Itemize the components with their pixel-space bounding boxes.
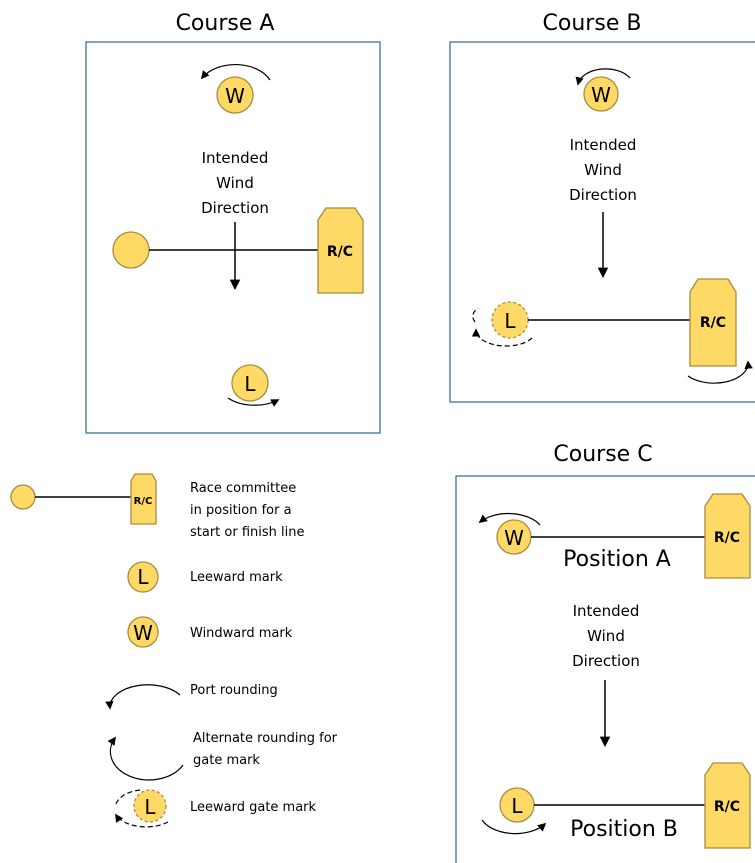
course-c-rc-label-top: R/C	[714, 530, 740, 546]
course-c-rc-boat-bottom	[704, 762, 751, 849]
legend-port-text: Port rounding	[190, 683, 278, 698]
course-a-windward-mark	[216, 76, 254, 114]
legend-rc-text-3: start or finish line	[190, 525, 305, 540]
legend-gate-letter: L	[144, 795, 156, 819]
course-c-box	[455, 475, 755, 863]
alternate-rounding-icon	[107, 736, 184, 781]
course-c-wind-line3: Direction	[572, 652, 640, 670]
course-a-rc-boat	[317, 207, 364, 294]
course-a-windward-rounding-arrow	[200, 63, 271, 81]
course-c-windward-letter: W	[504, 526, 524, 550]
legend-leeward-letter: L	[137, 565, 149, 589]
course-b-wind-line3: Direction	[569, 186, 637, 204]
course-a: Course A W Intended Wind Direction R/C L	[85, 11, 381, 434]
legend-alt-text-1: Alternate rounding for	[193, 731, 338, 746]
course-c-leeward-letter: L	[511, 794, 523, 818]
legend-windward-text: Windward mark	[190, 626, 293, 641]
legend-rc-boat	[130, 473, 157, 525]
legend-gate-text: Leeward gate mark	[190, 800, 317, 815]
course-c-leeward-rounding-arrow	[481, 819, 547, 835]
course-c-rc-label-bottom: R/C	[714, 799, 740, 815]
course-b-windward-rounding-arrow	[575, 68, 631, 86]
legend-gate-top-arc	[115, 789, 141, 805]
course-c-position-a-label: Position A	[563, 547, 671, 572]
course-a-rc-label: R/C	[327, 244, 353, 260]
course-b-title: Course B	[543, 11, 642, 36]
course-a-wind-line2: Wind	[216, 174, 254, 192]
course-b: Course B W Intended Wind Direction L R/C	[449, 11, 755, 403]
course-b-leeward-letter: L	[504, 309, 516, 333]
course-a-leeward-letter: L	[244, 372, 256, 396]
course-a-box	[85, 41, 381, 434]
course-c: Course C W R/C Position A Intended Wind …	[455, 442, 755, 863]
legend-pin-buoy	[10, 484, 36, 510]
course-c-windward-rounding-arrow	[478, 512, 541, 526]
legend-rc-label: R/C	[134, 496, 153, 507]
legend-leeward-mark	[127, 561, 159, 593]
legend-alt-text-2: gate mark	[193, 753, 260, 768]
course-b-windward-letter: W	[591, 83, 611, 107]
course-c-wind-line2: Wind	[587, 627, 625, 645]
legend: R/C Race committee in position for a sta…	[10, 473, 338, 828]
course-c-position-b-label: Position B	[570, 817, 678, 842]
port-rounding-icon	[105, 684, 181, 710]
course-b-rc-label: R/C	[700, 315, 726, 331]
course-b-wind-line2: Wind	[584, 161, 622, 179]
legend-rc-text-1: Race committee	[190, 481, 296, 496]
course-c-wind-line1: Intended	[573, 602, 640, 620]
course-a-wind-line1: Intended	[202, 149, 269, 167]
legend-leeward-gate-mark	[133, 789, 167, 823]
leeward-gate-rounding-icon	[115, 813, 169, 828]
course-a-pin-buoy	[112, 231, 150, 269]
course-c-title: Course C	[553, 442, 652, 467]
course-a-leeward-rounding-arrow	[227, 397, 280, 407]
course-b-rc-boat	[689, 278, 737, 367]
legend-windward-letter: W	[133, 621, 153, 645]
legend-windward-mark	[127, 616, 159, 648]
course-a-title: Course A	[176, 11, 275, 36]
legend-leeward-text: Leeward mark	[190, 570, 283, 585]
course-b-windward-mark	[583, 76, 619, 112]
course-a-leeward-mark	[231, 364, 269, 402]
legend-rc-text-2: in position for a	[190, 503, 292, 518]
course-b-gate-top-arc	[472, 307, 479, 323]
course-a-windward-letter: W	[225, 84, 245, 108]
course-b-wind-line1: Intended	[570, 136, 637, 154]
course-a-wind-line3: Direction	[201, 199, 269, 217]
course-b-rc-rounding-arrow	[687, 360, 753, 384]
course-b-box	[449, 41, 755, 403]
course-c-rc-boat-top	[704, 493, 751, 579]
course-b-gate-rounding-arrow	[471, 328, 533, 347]
